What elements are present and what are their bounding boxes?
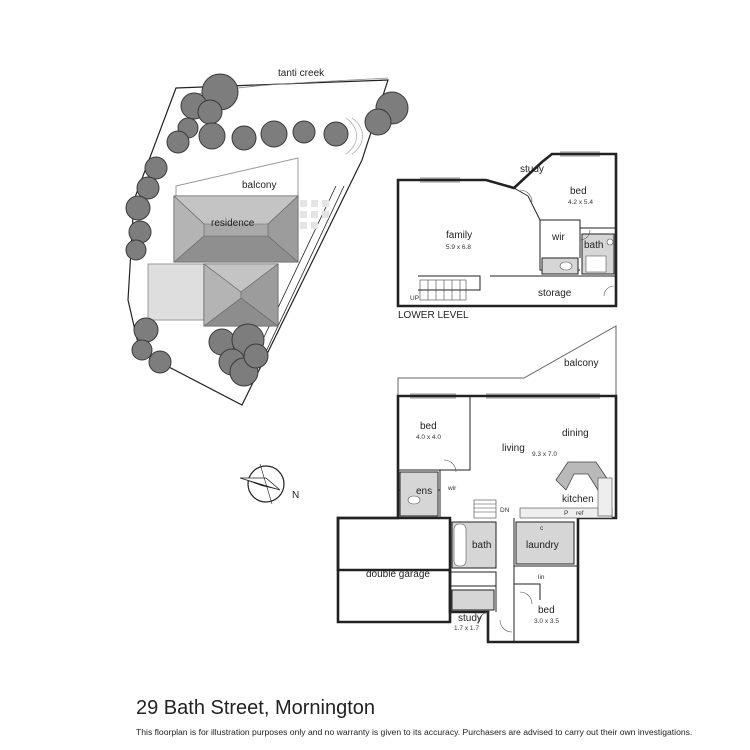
pantry-label: P xyxy=(564,510,568,517)
garage-roof xyxy=(147,263,207,321)
storage-label: storage xyxy=(538,288,572,299)
lower-level-plan: study bed 4.2 x 5.4 family 5.9 x 6.8 wir… xyxy=(396,151,618,321)
compass-north-label: N xyxy=(292,490,299,501)
lower-wir-label: wir xyxy=(551,232,565,243)
site-plan: tanti creek balcony residence xyxy=(125,68,409,406)
upper-level-plan: bed 4.0 x 4.0 living dining 9.3 x 7.0 ki… xyxy=(336,325,618,644)
lower-up-label: UP xyxy=(410,295,419,302)
pavers xyxy=(300,200,329,229)
upper-balcony xyxy=(397,325,617,397)
ens-label: ens xyxy=(416,486,432,497)
living-dim: 9.3 x 7.0 xyxy=(532,451,557,458)
kitchen-label: kitchen xyxy=(562,494,594,505)
residence-roof xyxy=(173,195,299,263)
lower-study-label: study xyxy=(520,164,544,175)
family-dim: 5.9 x 6.8 xyxy=(446,244,471,251)
dining-label: dining xyxy=(562,428,589,439)
family-label: family xyxy=(446,230,472,241)
upper-study-dim: 1.7 x 1.7 xyxy=(454,625,479,632)
garage-wall xyxy=(336,516,452,624)
upper-balcony-label: balcony xyxy=(564,358,598,369)
lower-bed-label: bed xyxy=(570,186,587,197)
dn-label: DN xyxy=(500,507,510,514)
ref-label: ref xyxy=(576,510,584,517)
property-address: 29 Bath Street, Mornington xyxy=(136,697,376,719)
lower-bed-dim: 4.2 x 5.4 xyxy=(568,199,593,206)
laundry-label: laundry xyxy=(526,540,559,551)
upper-bath-label: bath xyxy=(472,540,491,551)
cupboard-label: c xyxy=(540,525,544,532)
living-label: living xyxy=(502,443,525,454)
upper-bed2-dim: 3.0 x 3.5 xyxy=(534,618,559,625)
lower-bath-label: bath xyxy=(584,240,603,251)
trees xyxy=(125,73,409,387)
upper-bed1-label: bed xyxy=(420,421,437,432)
upper-wir-label: wir xyxy=(447,485,457,492)
linen-label: lin xyxy=(538,574,545,581)
disclaimer-text: This floorplan is for illustration purpo… xyxy=(136,727,693,737)
upper-bed2-label: bed xyxy=(538,605,555,616)
second-roof xyxy=(203,263,279,327)
lower-outer-wall xyxy=(396,152,618,308)
upper-study-label: study xyxy=(458,613,482,624)
residence-label: residence xyxy=(211,218,255,229)
compass-icon: N xyxy=(239,463,299,505)
site-balcony-label: balcony xyxy=(242,180,276,191)
double-garage-label: double garage xyxy=(366,569,430,580)
lower-level-label: LOWER LEVEL xyxy=(398,310,469,321)
creek-label: tanti creek xyxy=(278,68,325,79)
upper-bed1-dim: 4.0 x 4.0 xyxy=(416,434,441,441)
